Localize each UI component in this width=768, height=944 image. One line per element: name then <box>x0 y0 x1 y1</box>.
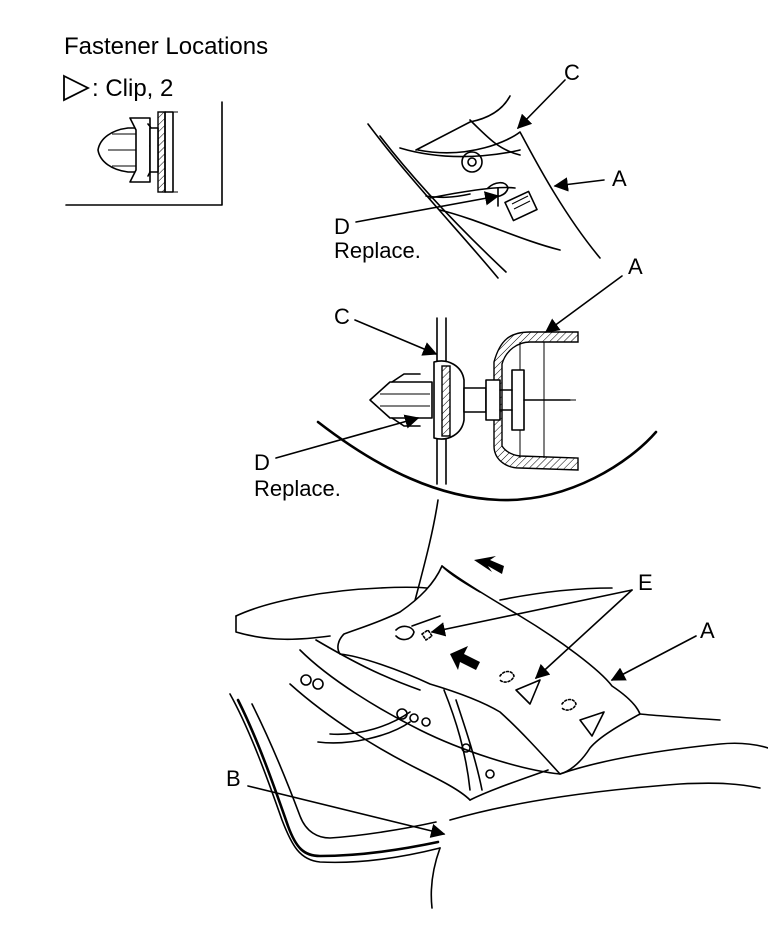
clip-detail-inset <box>65 101 223 206</box>
triangle-outline-icon <box>63 74 91 102</box>
label-b: B <box>226 766 241 791</box>
label-c-middle: C <box>334 304 350 329</box>
top-detail-leaders <box>355 79 605 223</box>
label-e: E <box>638 570 653 595</box>
label-a-bottom: A <box>700 618 715 643</box>
clip-triangle-icon <box>515 679 541 705</box>
label-c-top: C <box>564 60 580 85</box>
clip-triangle-icon <box>579 711 605 737</box>
middle-detail-leaders <box>275 275 623 459</box>
legend-text: : Clip, 2 <box>92 75 173 102</box>
pillar-top-view <box>367 95 601 279</box>
legend: : Clip, 2 <box>63 74 173 102</box>
removal-arrow-icon <box>474 556 504 574</box>
replace-note-top: Replace. <box>334 238 421 263</box>
label-a-top: A <box>612 166 627 191</box>
label-d-middle: D <box>254 450 270 475</box>
page-title: Fastener Locations <box>64 33 268 60</box>
vehicle-interior <box>229 556 768 909</box>
replace-note-middle: Replace. <box>254 476 341 501</box>
label-d-top: D <box>334 214 350 239</box>
install-arrow-icon <box>450 646 480 670</box>
clip-section-circle <box>316 317 658 502</box>
bottom-leaders <box>247 589 697 838</box>
label-a-middle: A <box>628 254 643 279</box>
